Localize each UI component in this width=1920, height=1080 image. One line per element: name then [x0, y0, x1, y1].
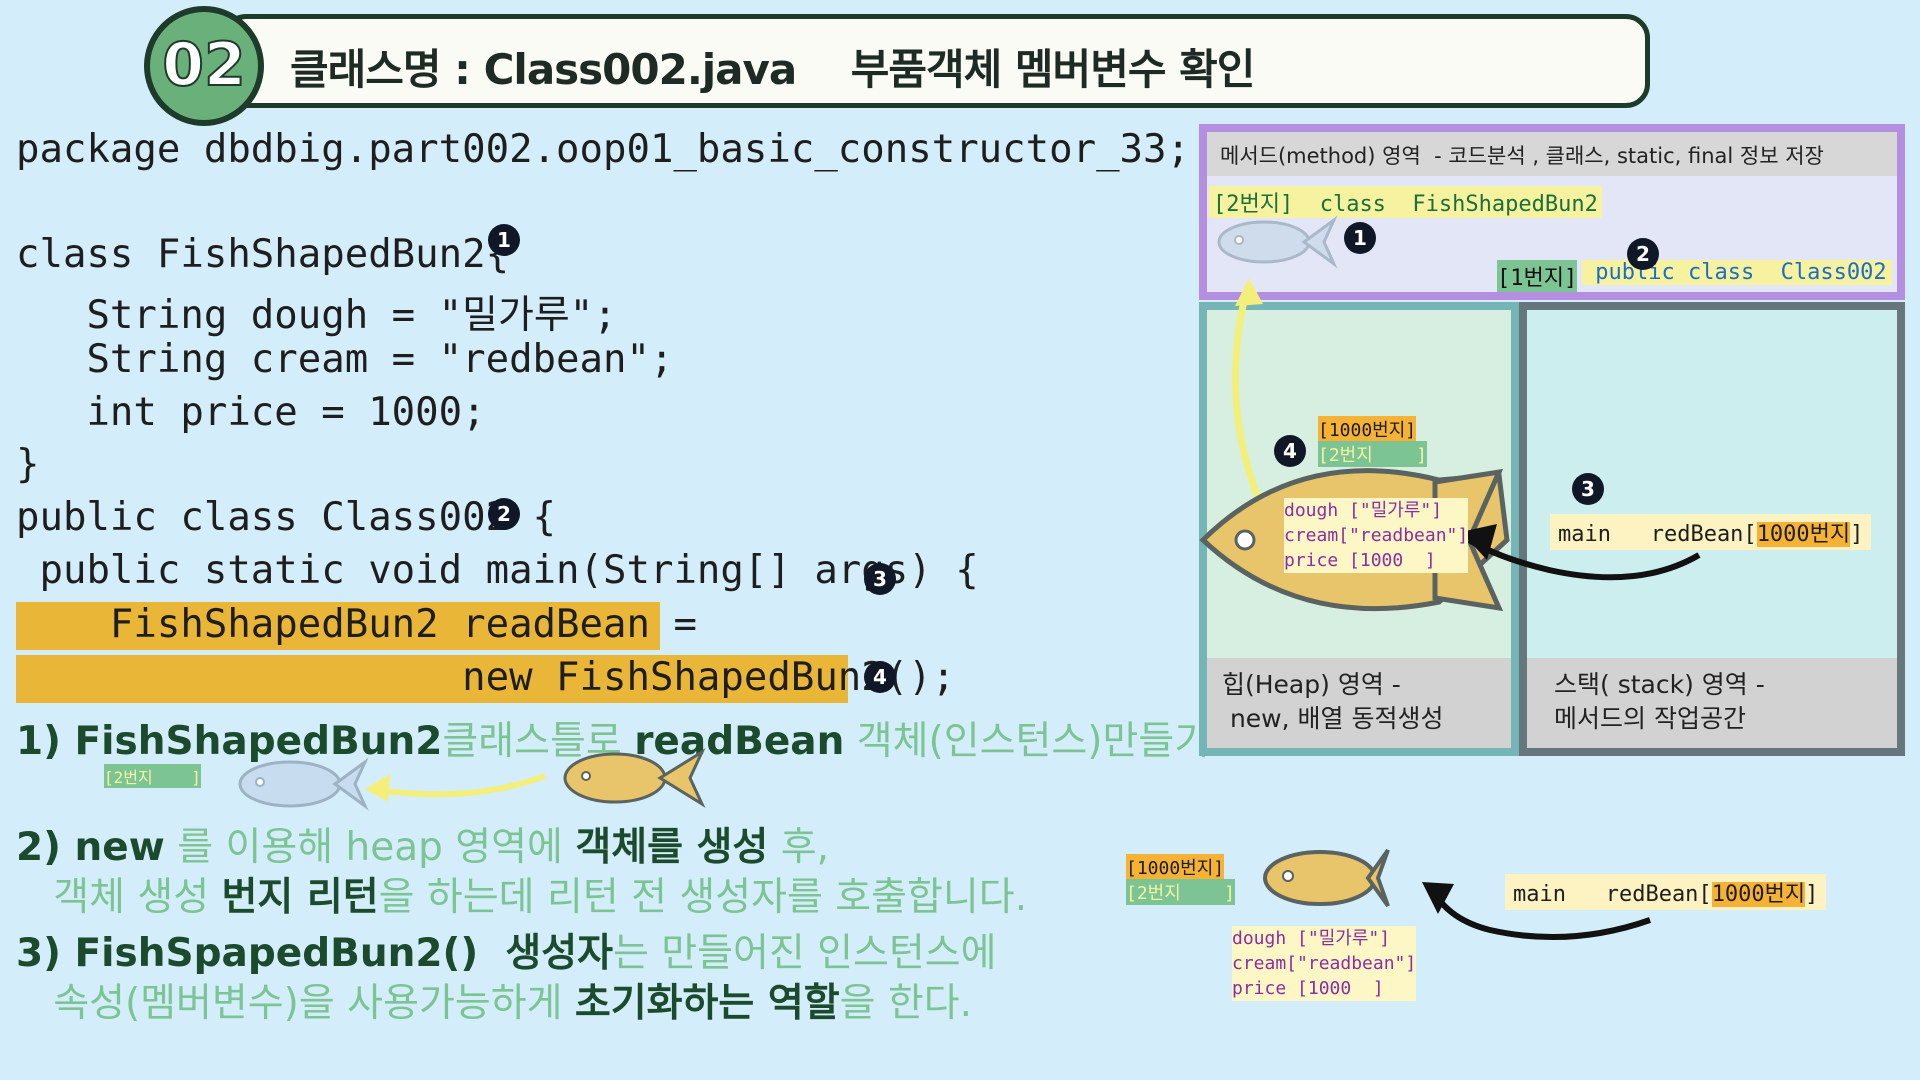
note-2-create: 객체를 생성: [575, 825, 769, 870]
note-1-rest: 객체(인스턴스)만들기: [844, 719, 1211, 764]
code-line-public-class: public class Class002 {: [16, 495, 557, 540]
method-class-row: [2번지] class FishShapedBun2: [1209, 186, 1602, 218]
code-line-class-decl: class FishShapedBun2{: [16, 232, 510, 277]
stack-area-footer: [1527, 658, 1897, 748]
stack-close: ]: [1850, 522, 1864, 547]
gold-fish-icon: [563, 748, 706, 808]
arrow-line: [369, 773, 547, 798]
method-area-header: [1207, 132, 1897, 176]
lower-stack-address: 1000번지: [1711, 882, 1806, 907]
memory-marker-3: 3: [1572, 473, 1604, 505]
memory-marker-2: 2: [1627, 238, 1659, 270]
memory-marker-1: 1: [1344, 222, 1376, 254]
method-main-class-tag: [1번지]: [1497, 260, 1578, 292]
lower-address-2: [2번지 ]: [1126, 879, 1235, 905]
lower-arrow-head-icon: [1422, 882, 1454, 914]
lower-arrow: [1431, 890, 1651, 941]
lower-diagram: [1263, 848, 1651, 941]
code-marker-3: 3: [864, 563, 896, 595]
note-3-line-1: 3) FishSpapedBun2() 생성자는 만들어진 인스턴스에: [16, 922, 997, 978]
heap-address-2: [2번지 ]: [1318, 441, 1427, 467]
code-marker-1: 1: [488, 224, 520, 256]
code-marker-4: 4: [864, 661, 896, 693]
note-2-return: 번지 리턴: [221, 875, 379, 920]
note-3-constructor: 3) FishSpapedBun2() 생성자: [16, 931, 613, 976]
note-1-address-tag: [2번지 ]: [104, 764, 201, 788]
section-number: 02: [161, 29, 247, 101]
lower-stack-close: ]: [1805, 882, 1819, 907]
stack-reference: main redBean[1000번지]: [1550, 514, 1872, 550]
method-area-label: 메서드(method) 영역 - 코드분석 , 클래스, static, fin…: [1220, 144, 1824, 168]
code-line-new: new FishShapedBun2();: [16, 655, 955, 703]
note-2-line-2: 객체 생성 번지 리턴을 하는데 리턴 전 생성자를 호출합니다.: [16, 866, 1027, 922]
page-title: 클래스명 : Class002.java 부품객체 멤버변수 확인: [290, 45, 1255, 94]
heap-to-method-arrow: [1231, 287, 1263, 502]
note-2-new: 2) new: [16, 825, 165, 870]
code-marker-2: 2: [488, 498, 520, 530]
stack-to-heap-arrow-head-icon: [1461, 524, 1497, 560]
memory-marker-4: 4: [1274, 435, 1306, 467]
note-1-var: readBean: [634, 719, 845, 764]
note-3-line-2: 속성(멤버변수)을 사용가능하게 초기화하는 역할을 한다.: [16, 972, 972, 1028]
note-1-fish-illustration: [238, 748, 706, 811]
note-2-line-1: 2) new 를 이용해 heap 영역에 객체를 생성 후,: [16, 816, 829, 872]
heap-area-label: 힙(Heap) 영역 - new, 배열 동적생성: [1222, 670, 1444, 733]
stack-main-label: main redBean[: [1558, 522, 1757, 547]
stack-address: 1000번지: [1756, 522, 1851, 547]
title-bar: [222, 14, 1650, 108]
lower-fish-icon: [1263, 848, 1390, 908]
note-3-attr: 속성(멤버변수): [16, 981, 299, 1026]
note-1-class: 1) FishShapedBun2: [16, 719, 443, 764]
code-line-dough: String dough = "밀가루";: [16, 293, 617, 338]
lower-stack-reference: main redBean[1000번지]: [1505, 874, 1827, 910]
lower-object-fields: dough ["밀가루"] cream["readbean"] price [1…: [1232, 926, 1417, 1001]
heap-area-footer: [1207, 658, 1511, 748]
stack-area-label: 스택( stack) 영역 - 메서드의 작업공간: [1554, 670, 1765, 733]
heap-to-method-arrow-head-icon: [1235, 278, 1263, 306]
arrow-head-icon: [365, 774, 390, 802]
stack-to-heap-arrow: [1467, 537, 1701, 581]
note-2-after: 후,: [768, 825, 829, 870]
code-line-price: int price = 1000;: [16, 390, 486, 435]
method-ghost-fish-icon: [1217, 215, 1338, 269]
note-3-text: 는 만들어진 인스턴스에: [612, 931, 997, 976]
lower-address-1000: [1000번지]: [1126, 854, 1225, 880]
note-3-mid: 을 사용가능하게: [298, 981, 575, 1026]
note-3-role: 초기화하는 역할: [574, 981, 840, 1026]
code-line-package: package dbdbig.part002.oop01_basic_const…: [16, 127, 1190, 172]
ghost-fish-icon: [238, 757, 369, 811]
heap-address-1000: [1000번지]: [1318, 416, 1417, 442]
note-3-end: 을 한다.: [839, 981, 973, 1026]
note-2-text: 를 이용해 heap 영역에: [164, 825, 576, 870]
code-line-main: public static void main(String[] args) {: [16, 548, 979, 593]
code-line-instantiation: FishShapedBun2 readBean =: [16, 602, 697, 650]
heap-object-fields: dough ["밀가루"] cream["readbean"] price [1…: [1284, 498, 1469, 573]
lower-stack-main-label: main redBean[: [1513, 882, 1712, 907]
code-line-close-brace: }: [16, 442, 40, 487]
code-line-cream: String cream = "redbean";: [16, 337, 674, 382]
section-number-badge: [144, 6, 264, 126]
note-2-rest: 을 하는데 리턴 전 생성자를 호출합니다.: [378, 875, 1028, 920]
note-2-object: 객체 생성: [16, 875, 222, 920]
